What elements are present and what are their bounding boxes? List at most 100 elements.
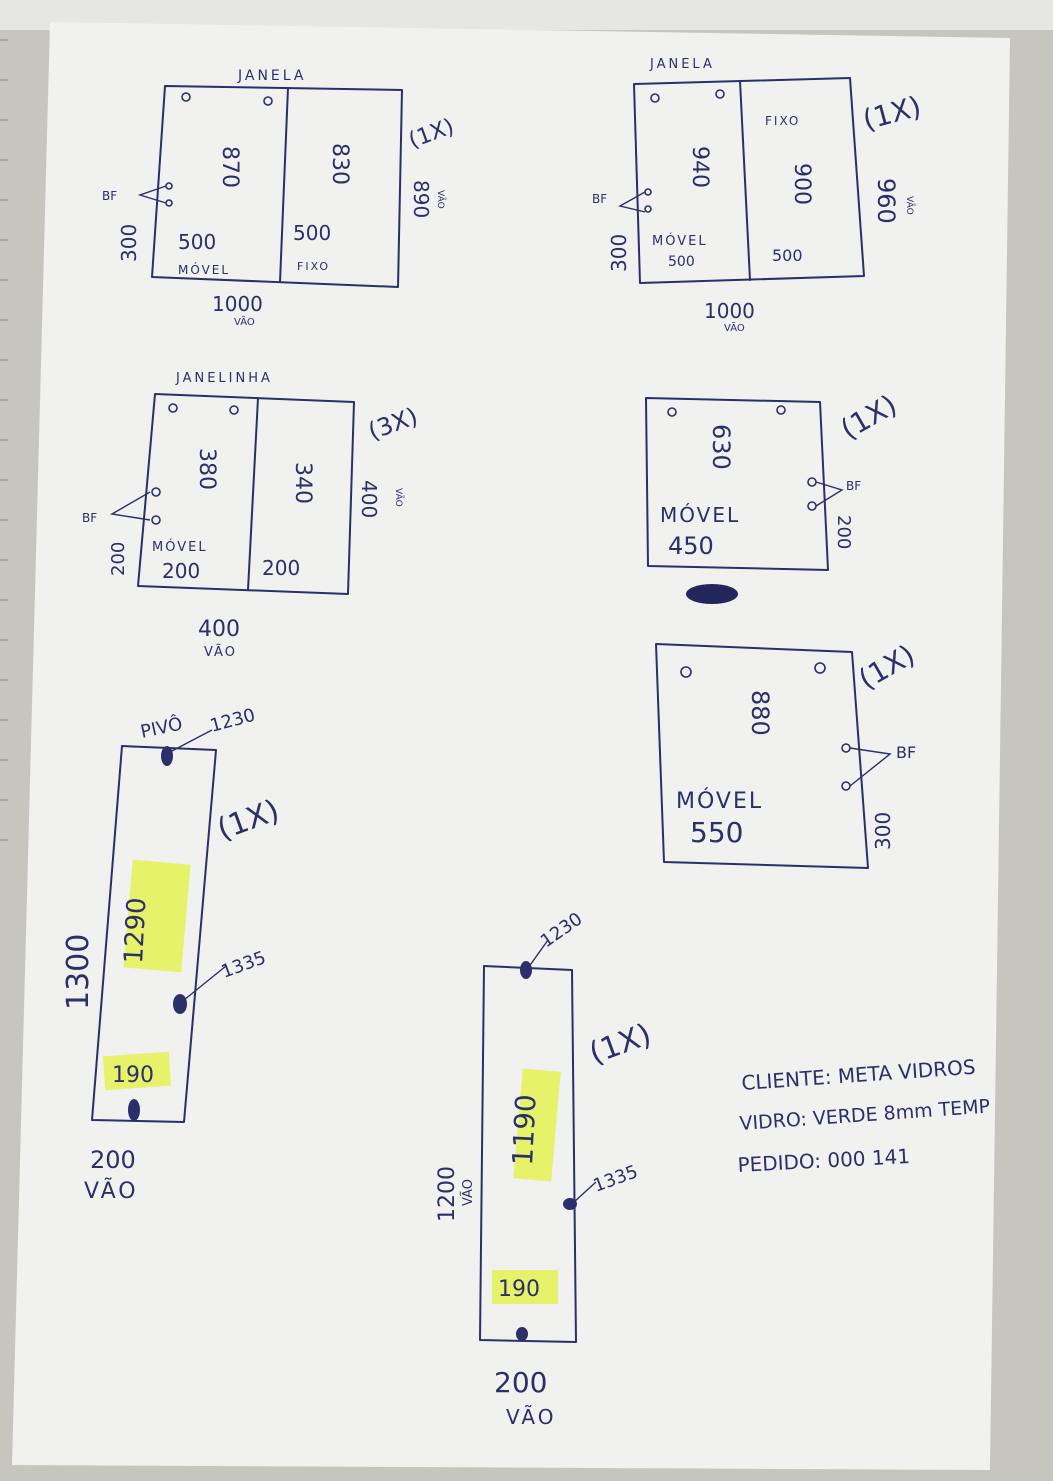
- handle-point: [563, 1198, 577, 1210]
- pivot-label: PIVÔ: [138, 713, 184, 743]
- right-width: 200: [262, 556, 300, 580]
- left-height: 870: [217, 146, 242, 188]
- right-height: 340: [290, 462, 315, 504]
- hole: [168, 403, 178, 413]
- left-width: 500: [668, 254, 695, 270]
- right-label: FIXO: [765, 114, 800, 128]
- bf-label: BF: [592, 192, 607, 206]
- panel-frame: [645, 397, 829, 571]
- hole: [841, 743, 851, 753]
- qty-badge: (1X): [213, 793, 284, 847]
- opening-height-label: VÃO: [460, 1179, 476, 1206]
- width-inner: 190: [498, 1277, 540, 1302]
- window-frame: [151, 85, 403, 288]
- right-height: 900: [789, 163, 814, 205]
- left-label: MÓVEL: [652, 233, 708, 249]
- opening-width-label: VÃO: [506, 1405, 556, 1429]
- hole: [644, 205, 652, 213]
- hole: [181, 92, 191, 102]
- bf-marker: [137, 185, 167, 204]
- qty-badge: (3X): [364, 402, 421, 446]
- bf-label: BF: [896, 743, 916, 762]
- top-dim: 1230: [537, 909, 587, 952]
- top-dim: 1230: [208, 705, 258, 737]
- hole: [151, 515, 161, 525]
- sketch-title: JANELINHA: [175, 371, 273, 386]
- side-dim: 200: [833, 515, 854, 549]
- leader-line: [183, 965, 227, 1001]
- opening-height: 890: [409, 180, 433, 218]
- pivot-point: [161, 746, 173, 766]
- sketch-janela-1: JANELA BF 300 870 830 500 MÓVEL 500 FIXO…: [102, 68, 457, 328]
- highlight: [123, 859, 191, 973]
- highlight: [102, 1051, 172, 1091]
- bf-marker: [109, 491, 151, 521]
- sketch-movel-450: BF 200 630 MÓVEL 450 (1X): [645, 388, 902, 604]
- qty-badge: (1X): [859, 90, 924, 137]
- hole: [667, 407, 677, 417]
- opening-height: 1200: [435, 1166, 460, 1222]
- window-frame: [137, 393, 355, 595]
- order-line: PEDIDO: 000 141: [737, 1144, 911, 1177]
- sketch-janelinha: JANELINHA BF 200 380 340 MÓVEL 200 200 4…: [82, 371, 421, 660]
- door-frame: [479, 965, 577, 1343]
- panel-divider: [279, 87, 289, 283]
- highlight: [492, 1270, 558, 1304]
- side-dim: 200: [108, 542, 129, 576]
- side-dim: 300: [117, 224, 141, 262]
- hole: [807, 477, 817, 487]
- panel-frame: [655, 643, 869, 869]
- bf-label: BF: [82, 511, 97, 525]
- order-notes: CLIENTE: META VIDROS VIDRO: VERDE 8mm TE…: [737, 1055, 991, 1177]
- qty-badge: (1X): [585, 1017, 656, 1071]
- right-height: 830: [327, 143, 352, 185]
- total-width-label: VÃO: [724, 321, 745, 334]
- ink-blot: [686, 584, 738, 604]
- sketch-janela-2: JANELA BF 300 940 900 FIXO MÓVEL 500 500…: [592, 57, 925, 334]
- hole: [644, 188, 652, 196]
- pivot-point: [520, 961, 532, 979]
- bf-marker: [849, 747, 892, 787]
- hole: [263, 96, 273, 106]
- door-frame: [91, 745, 217, 1123]
- client-line: CLIENTE: META VIDROS: [741, 1055, 977, 1095]
- opening-height: 400: [357, 480, 381, 518]
- right-width: 500: [772, 246, 803, 265]
- opening-height: 960: [872, 178, 900, 224]
- door-height: 1290: [119, 897, 152, 965]
- handle-dim: 1335: [219, 947, 269, 982]
- opening-height-label: VÃO: [393, 488, 404, 507]
- left-width: 500: [178, 230, 216, 254]
- panel-label: MÓVEL: [676, 788, 763, 814]
- panel-height: 630: [707, 424, 735, 470]
- handle-dim: 1335: [591, 1161, 641, 1196]
- sketch-pivo-door-2: 1230 1190 1335 190 1200 VÃO (1X) 200 VÃO: [435, 909, 656, 1429]
- sketch-title: JANELA: [237, 68, 306, 84]
- leader-line: [527, 939, 549, 969]
- panel-divider: [739, 80, 751, 281]
- bf-label: BF: [846, 479, 861, 493]
- total-width-label: VÃO: [234, 315, 255, 328]
- qty-badge: (1X): [853, 638, 920, 696]
- bottom-pivot: [516, 1327, 528, 1341]
- qty-badge: (1X): [406, 114, 458, 153]
- opening-height-label: VÃO: [435, 190, 446, 209]
- panel-height: 880: [746, 690, 774, 736]
- bottom-pivot: [128, 1099, 140, 1121]
- opening-height-label: VÃO: [904, 196, 915, 215]
- hole: [841, 781, 851, 791]
- total-width-label: VÃO: [204, 644, 237, 660]
- left-height: 380: [194, 448, 219, 490]
- glass-line: VIDRO: VERDE 8mm TEMP: [739, 1096, 991, 1135]
- left-label: MÓVEL: [152, 539, 208, 555]
- right-label: FIXO: [297, 260, 330, 273]
- hole: [650, 93, 660, 103]
- left-height: 940: [687, 146, 712, 188]
- door-height: 1190: [506, 1093, 543, 1166]
- opening-width: 200: [90, 1146, 136, 1174]
- sketch-movel-550: BF 300 880 MÓVEL 550 (1X): [655, 638, 920, 869]
- bf-marker: [815, 481, 844, 507]
- handle-point: [173, 994, 187, 1014]
- side-dim: 300: [871, 812, 895, 850]
